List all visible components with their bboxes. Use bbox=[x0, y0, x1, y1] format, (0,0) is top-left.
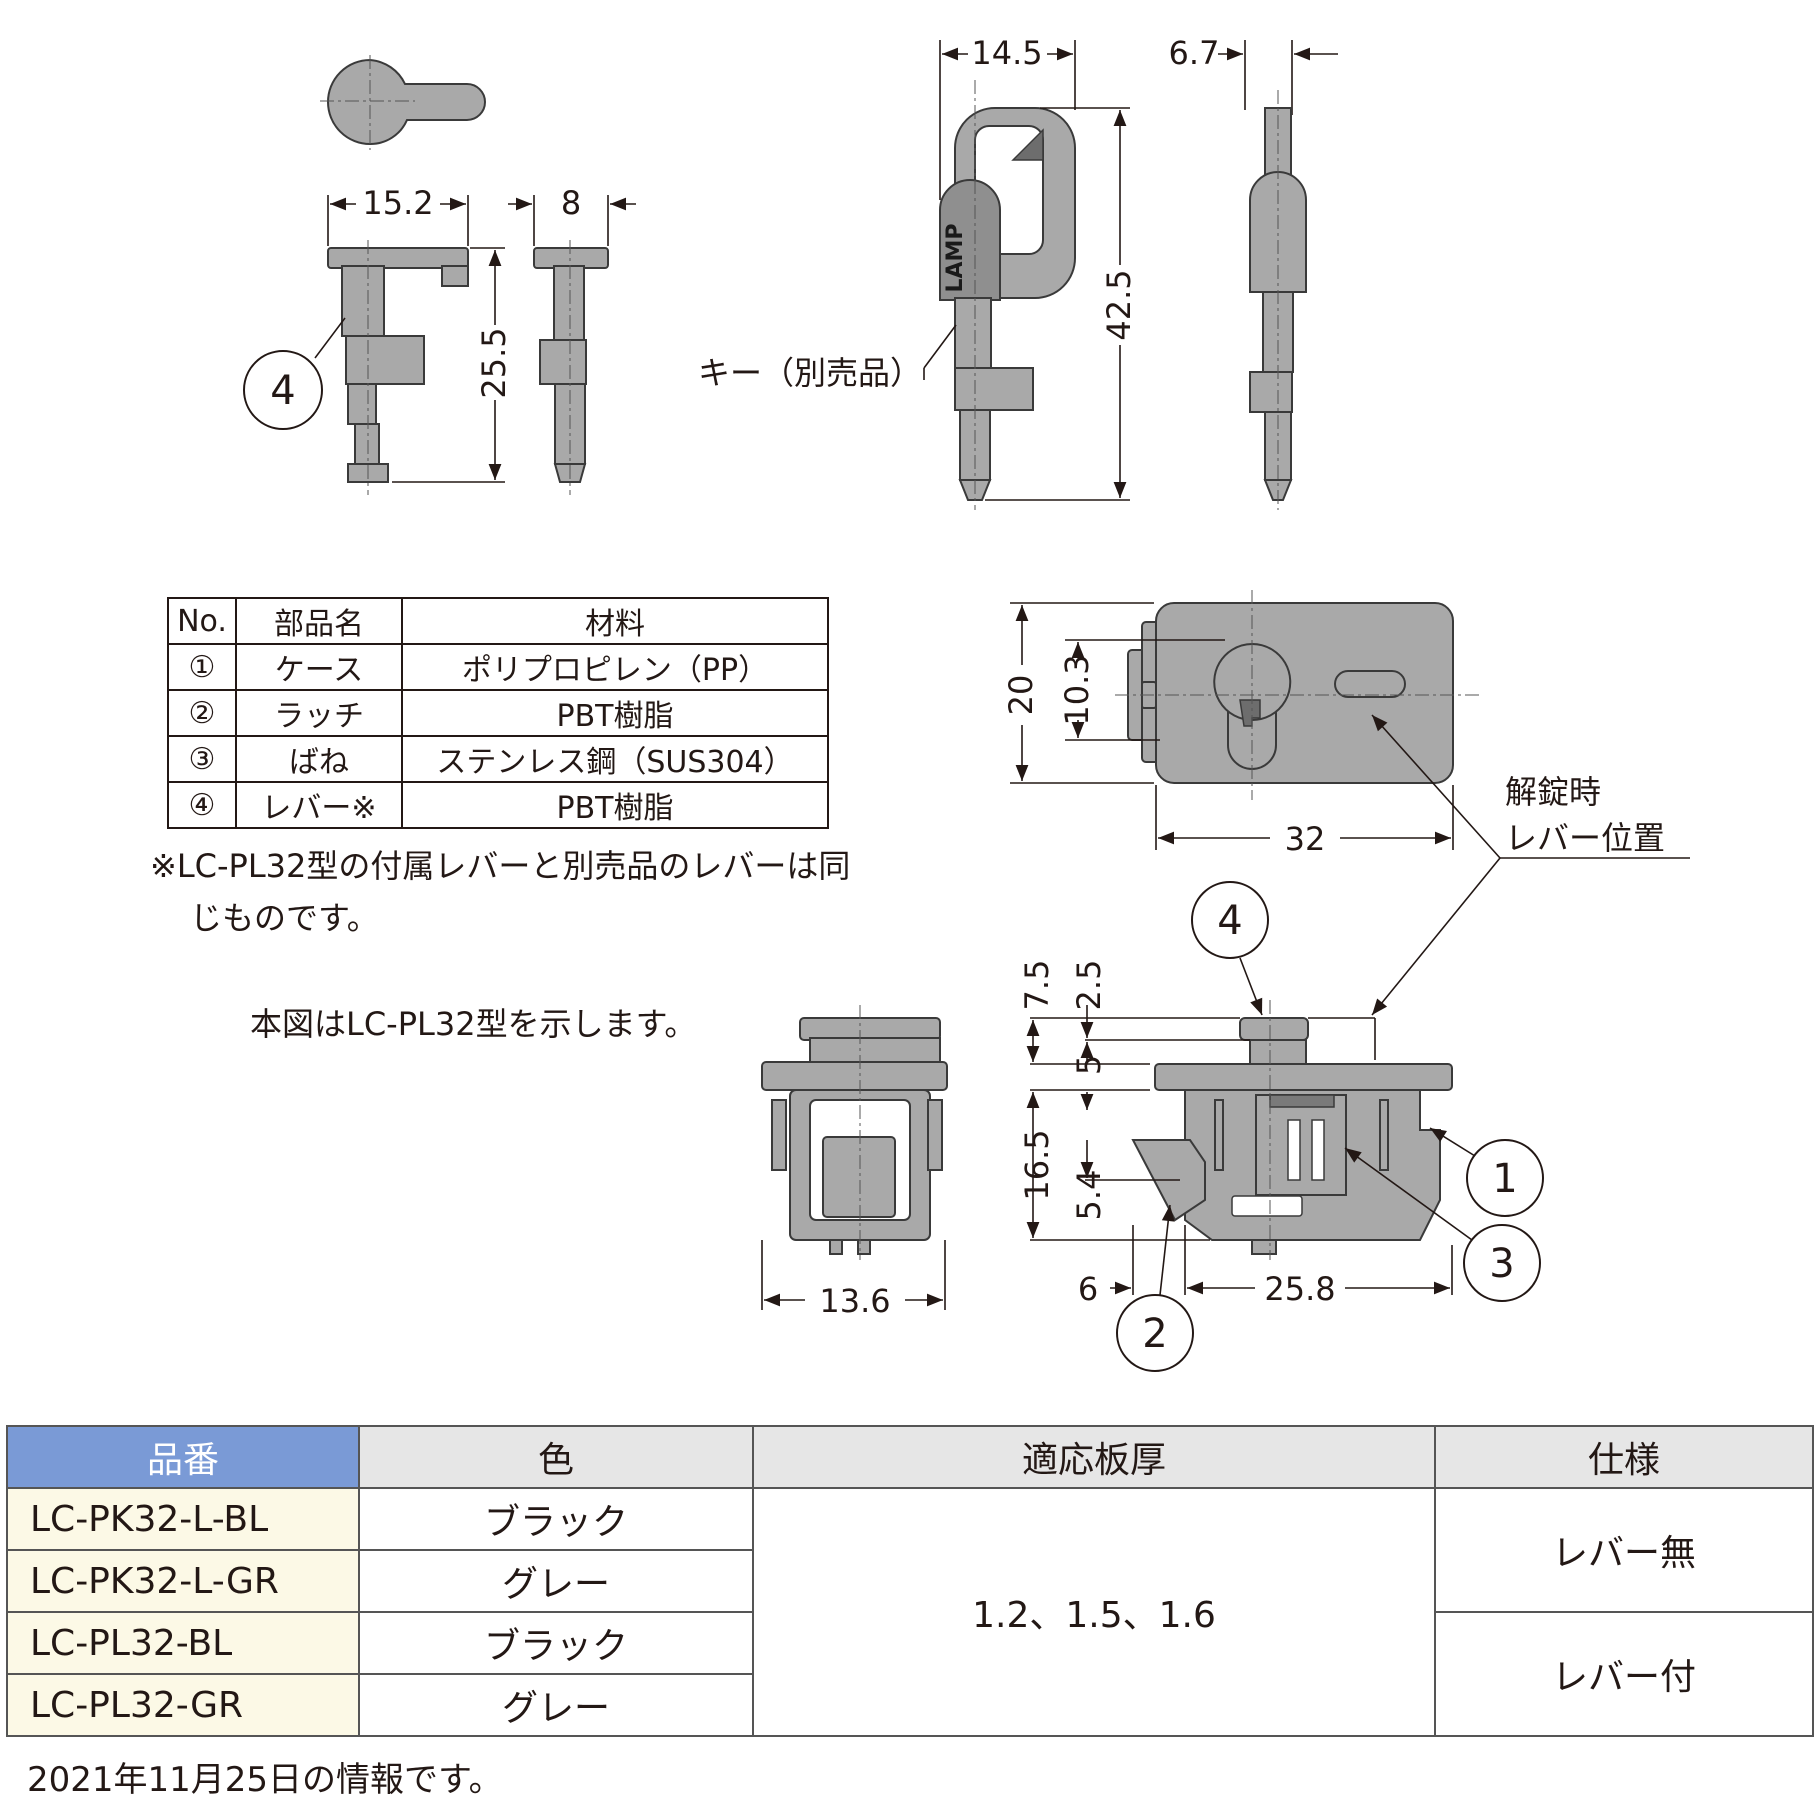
key-side-view bbox=[1249, 90, 1307, 510]
part-name: ばね bbox=[235, 735, 403, 783]
key-brand-text: LAMP bbox=[943, 223, 968, 292]
dim-lever-gap: 2.5 bbox=[1070, 960, 1108, 1011]
callout-3: 3 bbox=[1489, 1241, 1514, 1287]
end-view-dimensions: 13.6 bbox=[761, 1240, 946, 1320]
part-no: ② bbox=[167, 689, 237, 737]
dim-lever-thickness: 8 bbox=[561, 184, 581, 222]
part-material: PBT樹脂 bbox=[401, 689, 829, 737]
key-front-view: LAMP bbox=[939, 80, 1076, 510]
product-row: LC-PL32-BL ブラック レバー付 bbox=[6, 1611, 1814, 1737]
key-label: キー（別売品） bbox=[698, 354, 922, 392]
parts-table-row: ④ レバー※ PBT樹脂 bbox=[167, 781, 829, 829]
product-code: LC-PK32-L-GR bbox=[6, 1549, 360, 1613]
product-color: グレー bbox=[358, 1549, 754, 1613]
part-no: ③ bbox=[167, 735, 237, 783]
part-no: ① bbox=[167, 643, 237, 691]
header-no: No. bbox=[167, 597, 237, 645]
product-table: 品番 色 適応板厚 仕様 LC-PK32-L-BL ブラック 1.2、1.5、1… bbox=[6, 1425, 1814, 1737]
parts-table-row: ① ケース ポリプロピレン（PP） bbox=[167, 643, 829, 691]
product-code: LC-PL32-BL bbox=[6, 1611, 360, 1675]
header-material: 材料 bbox=[401, 597, 829, 645]
unlock-lever-position-annotation: 解錠時 レバー位置 bbox=[1371, 714, 1690, 1016]
lever-note-line1: ※LC-PL32型の付属レバーと別売品のレバーは同 bbox=[150, 847, 851, 885]
latch-end-view bbox=[761, 1005, 948, 1260]
lever-side-view bbox=[533, 240, 609, 495]
product-code: LC-PK32-L-BL bbox=[6, 1487, 360, 1551]
parts-table: No. 部品名 材料 ① ケース ポリプロピレン（PP） ② ラッチ PBT樹脂… bbox=[167, 597, 829, 829]
unlock-label-line1: 解錠時 bbox=[1505, 773, 1601, 811]
header-color: 色 bbox=[358, 1425, 754, 1489]
part-material: PBT樹脂 bbox=[401, 781, 829, 829]
lever-dimensions: 15.2 8 25.5 4 bbox=[243, 184, 636, 483]
header-panel-thickness: 適応板厚 bbox=[752, 1425, 1436, 1489]
panel-thickness: 1.2、1.5、1.6 bbox=[752, 1487, 1436, 1737]
key-dimensions: 14.5 6.7 42.5 キー（別売品） bbox=[698, 34, 1338, 501]
dim-case-width: 32 bbox=[1285, 820, 1326, 858]
parts-table-row: ② ラッチ PBT樹脂 bbox=[167, 689, 829, 737]
part-name: ケース bbox=[235, 643, 403, 691]
callout-4-lever: 4 bbox=[270, 368, 295, 414]
figure-note: 本図はLC-PL32型を示します。 bbox=[250, 1005, 697, 1043]
part-name: レバー※ bbox=[235, 781, 403, 829]
header-part-number: 品番 bbox=[6, 1425, 360, 1489]
dim-lever-width: 15.2 bbox=[362, 184, 433, 222]
parts-table-header: No. 部品名 材料 bbox=[167, 597, 829, 645]
product-table-header: 品番 色 適応板厚 仕様 bbox=[6, 1425, 1814, 1489]
product-color: ブラック bbox=[358, 1611, 754, 1675]
dim-keyhole-offset: 10.3 bbox=[1058, 654, 1096, 725]
assembly-side-view bbox=[1131, 1000, 1453, 1260]
case-front-view bbox=[1115, 590, 1480, 800]
part-name: ラッチ bbox=[235, 689, 403, 737]
product-color: ブラック bbox=[358, 1487, 754, 1551]
dim-body-width: 25.8 bbox=[1264, 1270, 1335, 1308]
product-color: グレー bbox=[358, 1673, 754, 1737]
product-row: LC-PL32-GR グレー bbox=[6, 1673, 1813, 1737]
callout-4: 4 bbox=[1217, 898, 1242, 944]
header-part-name: 部品名 bbox=[235, 597, 403, 645]
unlock-label-line2: レバー位置 bbox=[1505, 819, 1665, 857]
product-row: LC-PK32-L-GR グレー bbox=[6, 1549, 1813, 1613]
dim-key-height: 42.5 bbox=[1100, 269, 1138, 340]
spec-without-lever: レバー無 bbox=[1434, 1487, 1814, 1613]
dim-lever-protrusion: 7.5 bbox=[1018, 960, 1056, 1011]
dim-body-depth: 16.5 bbox=[1018, 1129, 1056, 1200]
dim-key-thickness: 6.7 bbox=[1169, 34, 1220, 72]
dim-latch-offset: 5.4 bbox=[1070, 1170, 1108, 1221]
product-row: LC-PK32-L-BL ブラック 1.2、1.5、1.6 レバー無 bbox=[6, 1487, 1814, 1737]
lever-top-view bbox=[320, 55, 486, 150]
dim-lever-height: 25.5 bbox=[475, 327, 513, 398]
part-material: ポリプロピレン（PP） bbox=[401, 643, 829, 691]
spec-with-lever: レバー付 bbox=[1434, 1611, 1814, 1737]
dim-case-height: 20 bbox=[1002, 675, 1040, 716]
callout-1: 1 bbox=[1492, 1156, 1517, 1202]
lever-note-line2: じものです。 bbox=[190, 899, 379, 937]
part-no: ④ bbox=[167, 781, 237, 829]
case-dimensions: 20 10.3 32 bbox=[1002, 602, 1454, 858]
dim-flange-thickness: 5 bbox=[1070, 1055, 1108, 1075]
lever-front-view bbox=[327, 240, 469, 495]
callout-2: 2 bbox=[1142, 1311, 1167, 1357]
header-spec: 仕様 bbox=[1434, 1425, 1814, 1489]
dim-latch-length: 6 bbox=[1078, 1270, 1098, 1308]
dim-key-width: 14.5 bbox=[971, 34, 1042, 72]
part-material: ステンレス鋼（SUS304） bbox=[401, 735, 829, 783]
parts-table-row: ③ ばね ステンレス鋼（SUS304） bbox=[167, 735, 829, 783]
dim-side-width: 13.6 bbox=[819, 1282, 890, 1320]
info-date-footer: 2021年11月25日の情報です。 bbox=[27, 1760, 503, 1800]
product-code: LC-PL32-GR bbox=[6, 1673, 360, 1737]
assembly-dimensions: 7.5 16.5 2.5 5 5.4 6 25.8 4 1 3 2 bbox=[1018, 881, 1544, 1372]
